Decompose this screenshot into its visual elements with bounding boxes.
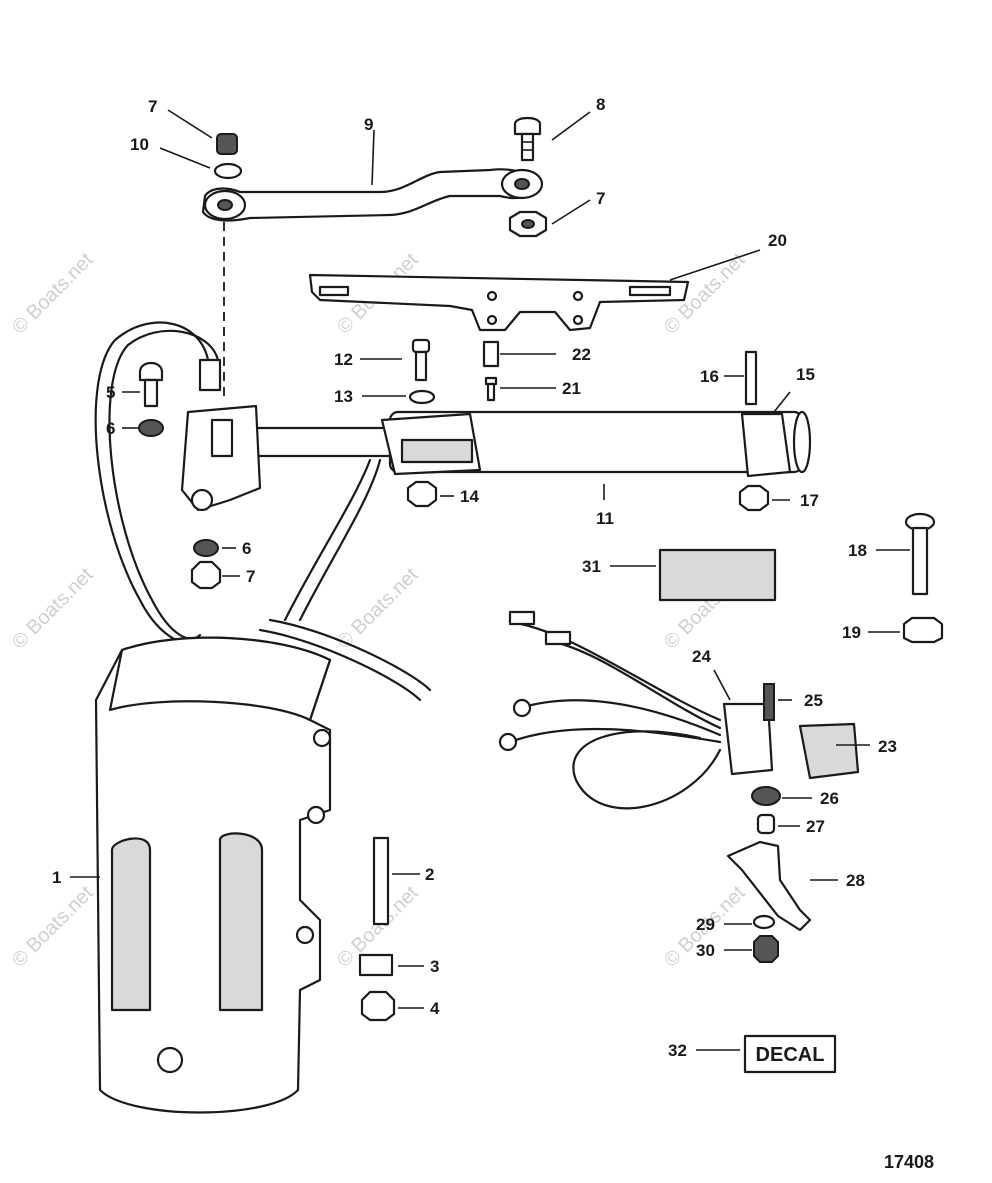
bolt-part-12 (411, 338, 431, 382)
nut-part-19 (902, 616, 944, 644)
callout-12: 12 (334, 350, 353, 369)
callout-22: 22 (572, 345, 591, 364)
hydraulic-hose-inner (108, 329, 220, 640)
harness-wire-2 (544, 638, 722, 730)
nut-part-17 (738, 484, 770, 512)
callout-5: 5 (106, 383, 115, 402)
callout-26: 26 (820, 789, 839, 808)
callout-9: 9 (364, 115, 373, 134)
callout-31: 31 (582, 557, 601, 576)
screw-part-21 (484, 376, 498, 402)
washer-part-6-bottom (193, 539, 219, 557)
bolt-part-8 (513, 116, 542, 162)
callout-3: 3 (430, 957, 439, 976)
watermark-mid-4: © Boats.net (333, 564, 423, 654)
nut-part-14 (406, 480, 438, 508)
hose-fitting (198, 358, 222, 392)
callout-4: 4 (430, 999, 440, 1018)
callout-7-top-left: 7 (148, 97, 157, 116)
callout-28: 28 (846, 871, 865, 890)
cover-part-31 (658, 548, 777, 602)
callout-6-bottom: 6 (242, 539, 251, 558)
tie-bar-part-9 (201, 168, 544, 222)
bracket-part-20 (308, 273, 690, 332)
spacer-part-3 (358, 953, 394, 977)
stud-part-16 (744, 350, 758, 406)
callout-7-top-right: 7 (596, 189, 605, 208)
cylinder-end-block (180, 404, 262, 512)
bolt-part-5 (138, 361, 164, 408)
nut-part-7-bottom (190, 560, 222, 590)
connector-1 (508, 610, 536, 626)
wire-loop-2 (268, 618, 432, 692)
callout-19: 19 (842, 623, 861, 642)
callout-14: 14 (460, 487, 479, 506)
washer-part-13 (408, 389, 436, 405)
braided-harness (298, 458, 382, 622)
washer-part-6-top (138, 419, 164, 437)
grommet-part-26 (751, 786, 781, 806)
callout-8: 8 (596, 95, 605, 114)
leader-lines (70, 109, 910, 1051)
callout-32: 32 (668, 1041, 687, 1060)
decal-part-32: DECAL (743, 1034, 837, 1074)
hydraulic-cylinder-part-11 (248, 410, 812, 478)
callout-10: 10 (130, 135, 149, 154)
pump-motor-part-1 (94, 636, 332, 1114)
callout-21: 21 (562, 379, 581, 398)
hydraulic-hose (94, 321, 210, 645)
bracket-part-28 (726, 840, 812, 932)
callout-7-bottom: 7 (246, 567, 255, 586)
harness-wire-3 (518, 699, 722, 737)
callout-17: 17 (800, 491, 819, 510)
watermark-mid-3: © Boats.net (8, 564, 98, 654)
ring-terminal-1 (512, 698, 532, 718)
watermark-mid-6: © Boats.net (8, 882, 98, 972)
callout-23: 23 (878, 737, 897, 756)
watermark-left: © Boats.net (8, 249, 98, 339)
callout-labels: 1 2 3 4 5 6 6 7 7 7 8 9 10 11 12 13 14 1… (52, 95, 897, 1060)
harness-wire-1 (508, 620, 722, 722)
wire-loop-1 (258, 628, 422, 702)
callout-2: 2 (425, 865, 434, 884)
callout-30: 30 (696, 941, 715, 960)
callout-11: 11 (596, 509, 614, 528)
callout-18: 18 (848, 541, 867, 560)
plate-part-22 (482, 340, 500, 368)
relay-bracket-part-24 (722, 702, 774, 776)
reference-number: 17408 (884, 1152, 934, 1172)
callout-20: 20 (768, 231, 787, 250)
stud-part-2 (372, 836, 390, 926)
callout-24: 24 (692, 647, 711, 666)
nut-part-7-top-left (213, 133, 243, 180)
spacer-part-27 (756, 813, 776, 835)
braided-harness-2 (283, 458, 372, 622)
callout-1: 1 (52, 868, 61, 887)
relay-part-23 (798, 722, 860, 780)
nut-part-4 (360, 990, 396, 1022)
screw-part-25 (763, 683, 775, 721)
bolt-part-18 (904, 512, 936, 596)
callout-29: 29 (696, 915, 715, 934)
harness-loop (572, 730, 722, 810)
callout-27: 27 (806, 817, 825, 836)
callout-15: 15 (796, 365, 815, 384)
nut-part-7-top-right (508, 210, 548, 238)
callout-25: 25 (804, 691, 823, 710)
nut-part-30 (753, 935, 779, 963)
connector-2 (544, 630, 572, 646)
decal-label: DECAL (756, 1044, 825, 1066)
callout-16: 16 (700, 367, 719, 386)
washer-part-29 (752, 914, 776, 930)
ring-terminal-2 (498, 732, 518, 752)
callout-6-top: 6 (106, 419, 115, 438)
callout-13: 13 (334, 387, 353, 406)
